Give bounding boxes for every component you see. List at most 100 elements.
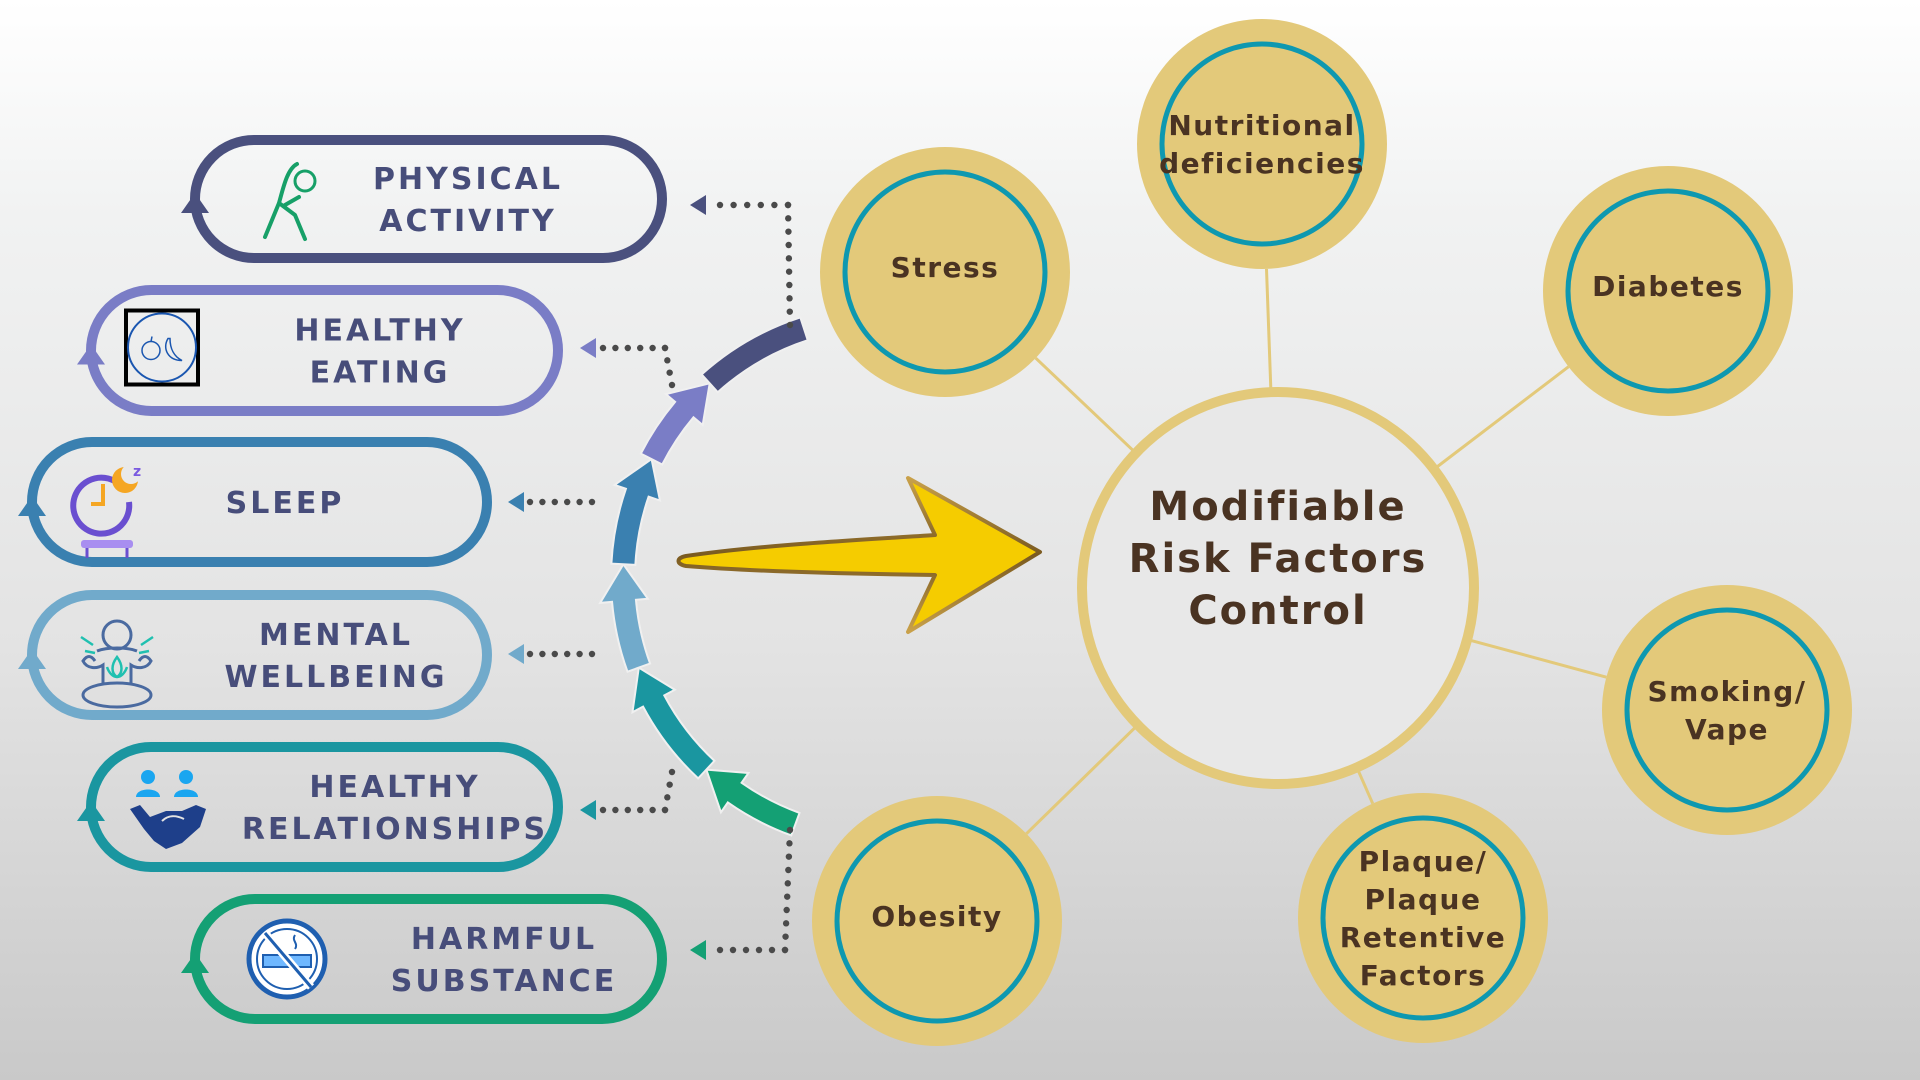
node-label-line: Diabetes <box>1592 270 1744 303</box>
center-node: Modifiable Risk Factors Control <box>1077 387 1479 789</box>
leader-dot <box>786 308 793 315</box>
dotted-leader <box>508 492 596 512</box>
leader-dot <box>564 498 571 506</box>
leader-dot <box>786 840 793 847</box>
pill-cycle-arrowhead-icon <box>77 801 105 821</box>
leader-dot <box>785 255 793 262</box>
leader-dot <box>664 794 671 801</box>
risk-node-diabetes: Diabetes <box>1543 166 1793 416</box>
risk-factor-nodes: StressNutritionaldeficienciesDiabetesSmo… <box>812 19 1852 1046</box>
leader-dot <box>785 268 793 275</box>
center-title-line-2: Risk Factors <box>1129 536 1428 582</box>
node-label-line: Stress <box>891 251 1000 284</box>
leader-dot <box>781 946 789 954</box>
node-label-line: Obesity <box>871 900 1002 933</box>
pill-label-line: HEALTHY <box>309 770 480 805</box>
pill-label-line: RELATIONSHIPS <box>242 812 548 847</box>
center-title-line-3: Control <box>1188 588 1367 634</box>
leader-dot <box>637 344 644 352</box>
connector-plaque-retentive-factors <box>1355 766 1375 805</box>
node-inner-ring <box>1320 815 1526 1021</box>
leader-arrowhead-icon <box>508 644 524 664</box>
leader-dot <box>782 933 789 940</box>
leader-dot <box>576 650 583 658</box>
risk-node-stress: Stress <box>820 147 1070 397</box>
leader-dot <box>744 201 751 209</box>
node-inner-ring <box>1565 188 1771 394</box>
pill-outline <box>190 135 667 263</box>
leader-dot <box>612 344 619 352</box>
leader-dot <box>729 946 737 954</box>
leader-dot <box>661 344 669 352</box>
node-label-line: Plaque/ <box>1359 845 1488 878</box>
lifestyle-pill-healthy-relationships: HEALTHY RELATIONSHIPS <box>77 742 563 872</box>
apple-banana-icon <box>124 308 200 387</box>
pill-outline <box>27 590 492 720</box>
node-outer-disc <box>1298 793 1548 1043</box>
risk-node-obesity: Obesity <box>812 796 1062 1046</box>
leader-dot <box>785 241 792 249</box>
cycle-arrow-segment-harmful-substance <box>704 768 801 837</box>
leader-dot <box>551 650 558 658</box>
connector-nutritional-deficiencies <box>1265 268 1273 393</box>
connector-lines <box>1025 268 1607 835</box>
connector-stress <box>1034 356 1137 455</box>
cycle-arrow-segment-healthy-eating <box>639 381 711 466</box>
pill-label-line: ACTIVITY <box>379 204 556 239</box>
pill-label-line: SLEEP <box>226 486 345 521</box>
leader-dot <box>624 806 631 814</box>
leader-dot <box>730 201 737 209</box>
cycle-arrow-segment-physical-activity <box>700 316 810 394</box>
pill-cycle-arrowhead-icon <box>77 344 105 365</box>
center-ring <box>1077 387 1479 789</box>
pill-label-line: HARMFUL <box>411 922 597 957</box>
leader-dot <box>599 806 607 814</box>
leader-dot <box>576 498 583 506</box>
handshake-people-icon <box>130 770 206 849</box>
leader-dot <box>786 826 794 834</box>
dotted-leader <box>580 338 676 389</box>
clock-moon-sleep-icon: z <box>70 464 141 558</box>
leader-dot <box>588 650 596 658</box>
pill-label-line: HEALTHY <box>294 314 465 349</box>
leader-dot <box>539 498 546 506</box>
dotted-leader <box>580 768 676 820</box>
leader-arrowhead-icon <box>690 195 706 215</box>
node-outer-disc <box>812 796 1062 1046</box>
pill-label-line: MENTAL <box>259 618 413 653</box>
lifestyle-pill-sleep: z SLEEP <box>18 437 492 567</box>
node-inner-ring <box>842 169 1048 375</box>
leader-dot <box>784 880 791 887</box>
leader-dot <box>716 201 724 209</box>
leader-arrowhead-icon <box>580 800 596 820</box>
leader-dot <box>786 295 793 302</box>
leader-dot <box>742 946 750 954</box>
pill-outline <box>86 742 563 872</box>
leader-dot <box>624 344 631 352</box>
leader-dot <box>785 866 792 874</box>
node-outer-disc <box>1137 19 1387 269</box>
leader-dot <box>786 321 794 329</box>
leader-dot <box>666 369 673 376</box>
leader-dot <box>668 381 676 389</box>
leader-dot <box>564 650 571 658</box>
leader-dot <box>526 498 534 506</box>
leader-dot <box>785 215 792 222</box>
leader-dot <box>785 853 793 860</box>
leader-dot <box>649 344 656 352</box>
leader-dot <box>637 806 644 814</box>
dotted-leaders <box>508 195 794 960</box>
node-outer-disc <box>1602 585 1852 835</box>
risk-node-smoking-vape: Smoking/Vape <box>1602 585 1852 835</box>
exercise-stretch-icon <box>263 162 317 241</box>
node-label-line: Nutritional <box>1168 109 1355 142</box>
pill-label-line: EATING <box>310 356 451 391</box>
leader-arrowhead-icon <box>508 492 524 512</box>
leader-dot <box>599 344 607 352</box>
leader-dot <box>551 498 558 506</box>
